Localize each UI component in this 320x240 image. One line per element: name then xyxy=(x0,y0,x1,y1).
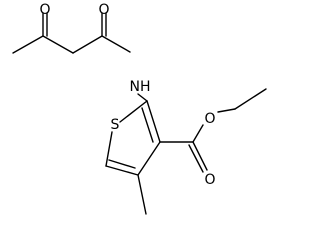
bond-ketone-ch2 xyxy=(42,35,74,54)
bond-ester-o xyxy=(192,124,204,143)
bond-c4-c5 xyxy=(105,165,139,176)
bond-ch2-ch3 xyxy=(234,88,267,110)
bond-c5-s xyxy=(105,131,113,167)
molecule-structure: O O NH S O O xyxy=(12,2,267,215)
atom-oxygen-ester-single: O xyxy=(204,111,215,127)
bond-c4-c5-double xyxy=(108,159,136,169)
bond-c3-c4 xyxy=(137,141,161,176)
atom-nitrogen-amide: NH xyxy=(130,79,151,95)
bond-ester-co-double-a xyxy=(192,141,208,171)
bond-ch2-amide xyxy=(72,35,103,54)
atom-oxygen-ester-double: O xyxy=(204,172,215,188)
bond-o-ch2 xyxy=(217,108,236,113)
atom-oxygen-ketone: O xyxy=(39,2,50,18)
bond-methyl-ketone xyxy=(12,35,44,54)
bond-c4-methyl xyxy=(137,174,147,215)
atom-sulfur-ring: S xyxy=(111,117,120,133)
bond-n-ring xyxy=(137,93,148,102)
bond-c2-c3 xyxy=(146,100,161,143)
bond-amide-n xyxy=(101,35,131,53)
bond-c2-c3-double xyxy=(141,107,154,143)
atom-oxygen-amide: O xyxy=(98,2,109,18)
bond-s-c2 xyxy=(119,100,148,123)
bond-ester-co-double-b xyxy=(188,144,204,173)
